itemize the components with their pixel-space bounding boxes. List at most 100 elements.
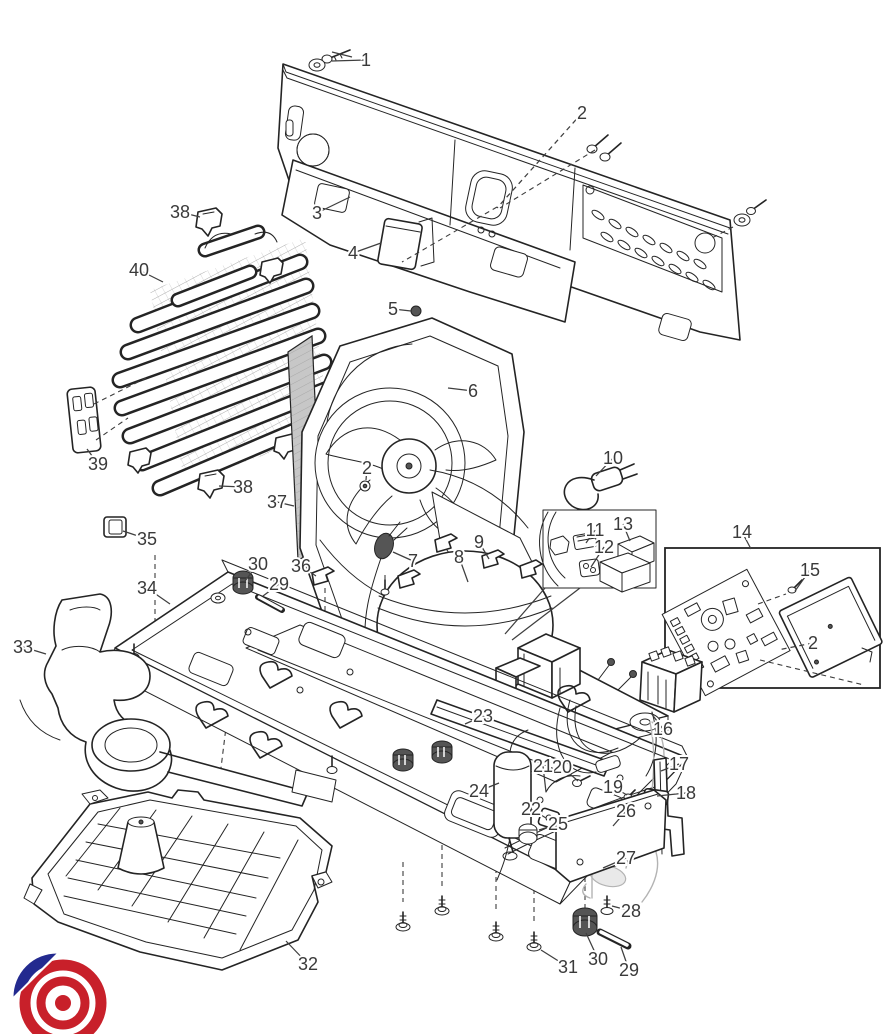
callout-26: 26 [616,801,636,821]
callout-leader-29 [262,583,280,597]
callout-leader-6 [447,387,474,392]
callout-38: 38 [170,202,190,222]
callout-leader-30 [244,563,259,582]
callout-leader-34 [146,587,171,605]
callout-leader-19 [612,786,628,796]
callout-leader-10 [595,457,614,477]
callout-6: 6 [468,381,478,401]
callout-leader-3 [316,196,351,214]
callout-8: 8 [454,547,464,567]
callout-leader-15 [794,569,811,592]
callout-12: 12 [594,537,614,557]
callout-4: 4 [348,243,358,263]
clip-35 [103,516,127,538]
callout-36: 36 [291,556,311,576]
callout-leader-38 [179,211,201,218]
coil-clip-mid [127,257,298,474]
callout-38: 38 [233,477,253,497]
clip-36 [311,566,335,586]
pan-wire-clips [195,660,591,759]
callout-leader-22 [530,808,547,819]
callout-21: 21 [533,756,553,776]
callout-1: 1 [361,50,371,70]
callout-34: 34 [137,578,157,598]
callout-14: 14 [732,522,752,542]
callout-leader-33 [22,646,47,655]
wiring-harness [556,646,703,903]
callout-leader-18 [656,792,687,797]
callout-leader-37 [276,501,295,507]
callout-16: 16 [653,719,673,739]
callout-2: 2 [808,633,818,653]
callout-28: 28 [621,901,641,921]
callout-31: 31 [558,957,578,977]
callout-25: 25 [548,814,568,834]
coil-clip-38-bottom [197,469,225,499]
callout-19: 19 [603,777,623,797]
callout-20: 20 [552,757,572,777]
grommet-30-bottom [572,907,598,937]
callout-10: 10 [603,448,623,468]
callout-leader-36 [300,565,317,577]
callout-leader-2 [777,642,814,651]
callout-5: 5 [388,299,398,319]
screws-2 [586,134,622,162]
callout-24: 24 [469,781,489,801]
louver-vents [591,209,716,291]
callout-3: 3 [312,203,322,223]
callout-leader-21 [542,765,547,793]
callout-leader-17 [660,763,680,772]
air-duct-33 [19,593,337,807]
callout-leader-32 [285,940,309,965]
callout-leader-28 [611,905,632,912]
callout-leader-27 [602,857,627,869]
callout-leader-8 [458,556,469,583]
grommet-5 [410,305,422,317]
pan-grommets [392,740,453,772]
callout-leader-20 [561,766,579,782]
callout-30: 30 [588,949,608,969]
bracket-27 [555,789,667,883]
grommet-30-top [232,570,254,595]
callout-11: 11 [586,520,605,540]
callout-13: 13 [613,514,633,534]
callout-29: 29 [619,960,639,980]
callout-leader-31 [540,949,569,968]
callout-leader-38 [218,485,244,488]
callout-39: 39 [88,454,108,474]
callout-leader-2 [496,112,583,209]
callout-leader-29 [620,946,630,971]
callout-leader-25 [538,823,559,831]
callout-22: 22 [521,799,541,819]
callout-2: 2 [577,103,587,123]
swirl-logo [13,953,107,1034]
callout-leader-26 [612,810,627,827]
callout-35: 35 [137,529,157,549]
callout-23: 23 [473,706,493,726]
fan-screw-2 [359,480,371,492]
condenser-coil [111,224,343,497]
coil-clip-38-top [195,207,223,237]
callout-leader-12 [590,546,605,568]
screw-washer-right [711,199,767,239]
drain-pan-32 [23,789,333,971]
screws-31 [395,895,542,952]
screw-1-with-washer [308,49,353,72]
callout-33: 33 [13,637,33,657]
callout-27: 27 [616,848,636,868]
callout-40: 40 [129,260,149,280]
callout-leader-30 [585,932,599,960]
callout-leader-7 [392,551,414,562]
drier-24 [493,729,532,881]
callout-18: 18 [676,783,696,803]
pin-29-bottom [596,928,632,950]
callout-30: 30 [248,554,268,574]
callout-leader-9 [478,541,490,560]
callout-9: 9 [474,532,484,552]
pin-29-top [255,594,285,613]
callout-17: 17 [669,754,689,774]
callout-leader-4 [352,242,382,254]
clips-9 [397,533,543,589]
